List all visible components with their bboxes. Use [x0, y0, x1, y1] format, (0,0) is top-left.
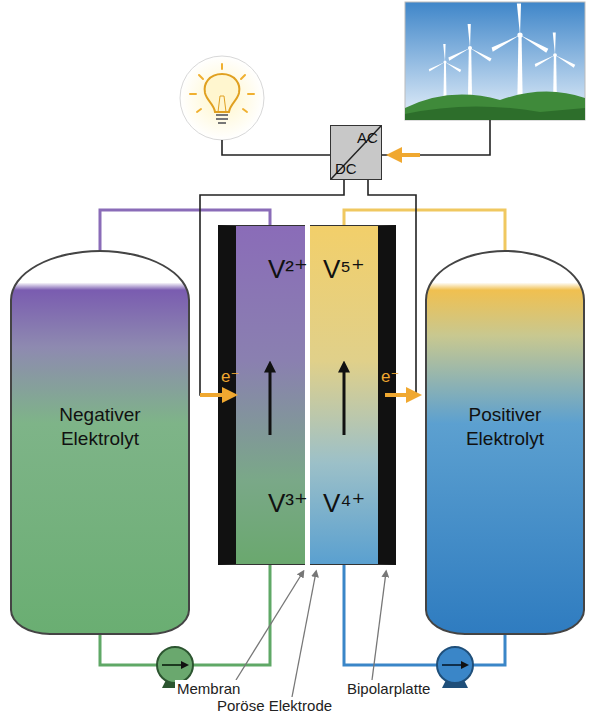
leader-line [372, 572, 386, 680]
tank-label: Negativer Elektrolyt [40, 403, 160, 451]
converter-label: DC [335, 160, 357, 177]
leader-line [236, 572, 303, 680]
ion-label: V³⁺ [268, 488, 308, 519]
leader-line [292, 572, 316, 697]
power-arrow [392, 153, 420, 157]
converter-box: ACDC [330, 125, 382, 180]
reaction-arrow [343, 365, 346, 435]
ion-label: V⁴⁺ [323, 488, 365, 519]
pump-symbol [157, 647, 193, 688]
wire [382, 120, 490, 155]
reaction-arrow [269, 365, 272, 435]
converter-label: AC [357, 129, 378, 146]
half-cell: V⁵⁺ V⁴⁺ [310, 225, 396, 565]
ion-label: V⁵⁺ [323, 254, 365, 285]
tank: Negativer Elektrolyt [10, 250, 190, 635]
wire [222, 140, 330, 155]
pump-symbol [437, 647, 473, 688]
tank-label: Positiver Elektrolyt [445, 403, 565, 451]
electron-arrow [385, 393, 416, 397]
electron-arrow [200, 393, 232, 397]
tank: Positiver Elektrolyt [425, 250, 585, 635]
part-label: Bipolarplatte [345, 680, 432, 697]
ion-label: V²⁺ [268, 254, 308, 285]
part-label: Poröse Elektrode [215, 697, 334, 714]
wind-farm-picture [405, 2, 585, 120]
light-bulb-icon [180, 56, 264, 140]
